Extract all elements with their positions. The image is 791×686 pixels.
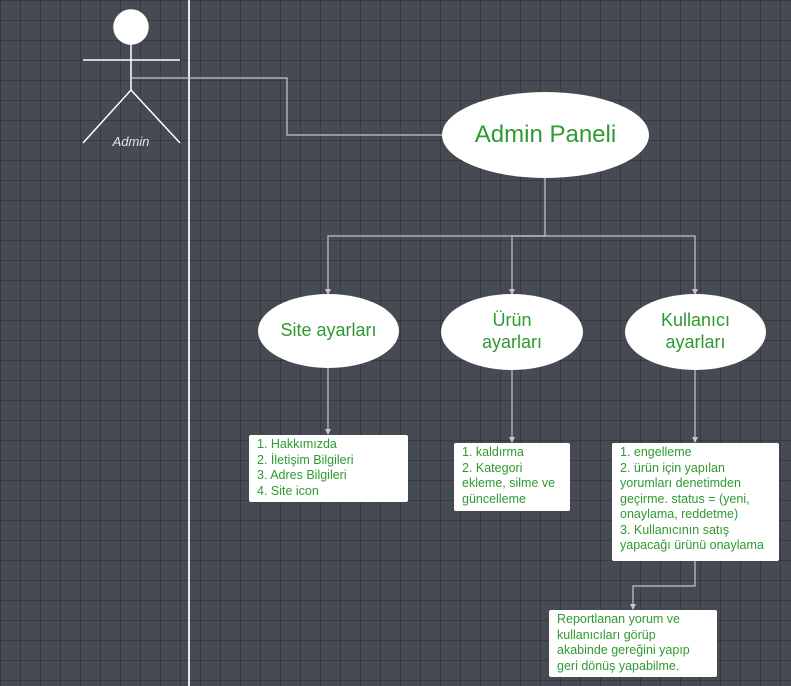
detail-item: 2. ürün için yapılan [620,460,725,475]
admin-panel-node[interactable]: Admin Paneli [442,92,649,178]
admin-actor-icon[interactable] [82,9,181,144]
report-line: Reportlanan yorum ve [557,612,680,626]
detail-item: 1. kaldırma [462,445,524,459]
detail-item: 1. Hakkımızda [257,437,337,451]
user-settings-label: Kullanıcı ayarları [660,310,731,352]
user-settings-node[interactable]: Kullanıcı ayarları [625,294,766,370]
detail-item: 2. Kategori [462,460,523,475]
report-line: akabinde gereğini yapıp [557,643,690,657]
connector-panel-to-kullanici [545,235,698,295]
detail-item: onaylama, reddetme) [620,507,739,521]
detail-item: 1. engelleme [620,445,692,459]
admin-panel-label: Admin Paneli [474,120,617,148]
connector-kullanici-to-report [630,561,696,610]
connector-admin-to-panel [131,77,442,136]
user-settings-details[interactable]: 1. engelleme 2. ürün için yapılan yoruml… [612,443,779,561]
detail-item: yapacağı ürünü onaylama [620,538,764,552]
detail-item: 3. Kullanıcının satış [620,522,730,537]
product-settings-label: Ürün ayarları [481,310,543,352]
report-line: geri dönüş yapabilme. [557,658,680,673]
detail-item: 3. Adres Bilgileri [257,468,347,482]
actor-label: Admin [112,134,150,149]
detail-item: ekleme, silme ve [462,476,556,490]
report-line: kullanıcıları görüp [557,627,656,642]
site-settings-node[interactable]: Site ayarları [258,294,399,368]
product-settings-node[interactable]: Ürün ayarları [441,294,583,370]
detail-item: geçirme. status = (yeni, [620,491,750,506]
detail-item: 2. İletişim Bilgileri [257,452,354,467]
connector-panel-to-urun [509,235,545,295]
detail-item: güncelleme [462,491,526,506]
site-settings-details[interactable]: 1. Hakkımızda 2. İletişim Bilgileri 3. A… [249,435,408,502]
detail-item: yorumları denetimden [620,476,741,490]
product-settings-details[interactable]: 1. kaldırma 2. Kategori ekleme, silme ve… [454,443,570,511]
detail-item: 4. Site icon [257,483,319,498]
connector-panel-to-site [325,178,546,295]
report-review-box[interactable]: Reportlanan yorum ve kullanıcıları görüp… [549,610,717,677]
site-settings-label: Site ayarları [280,320,377,341]
